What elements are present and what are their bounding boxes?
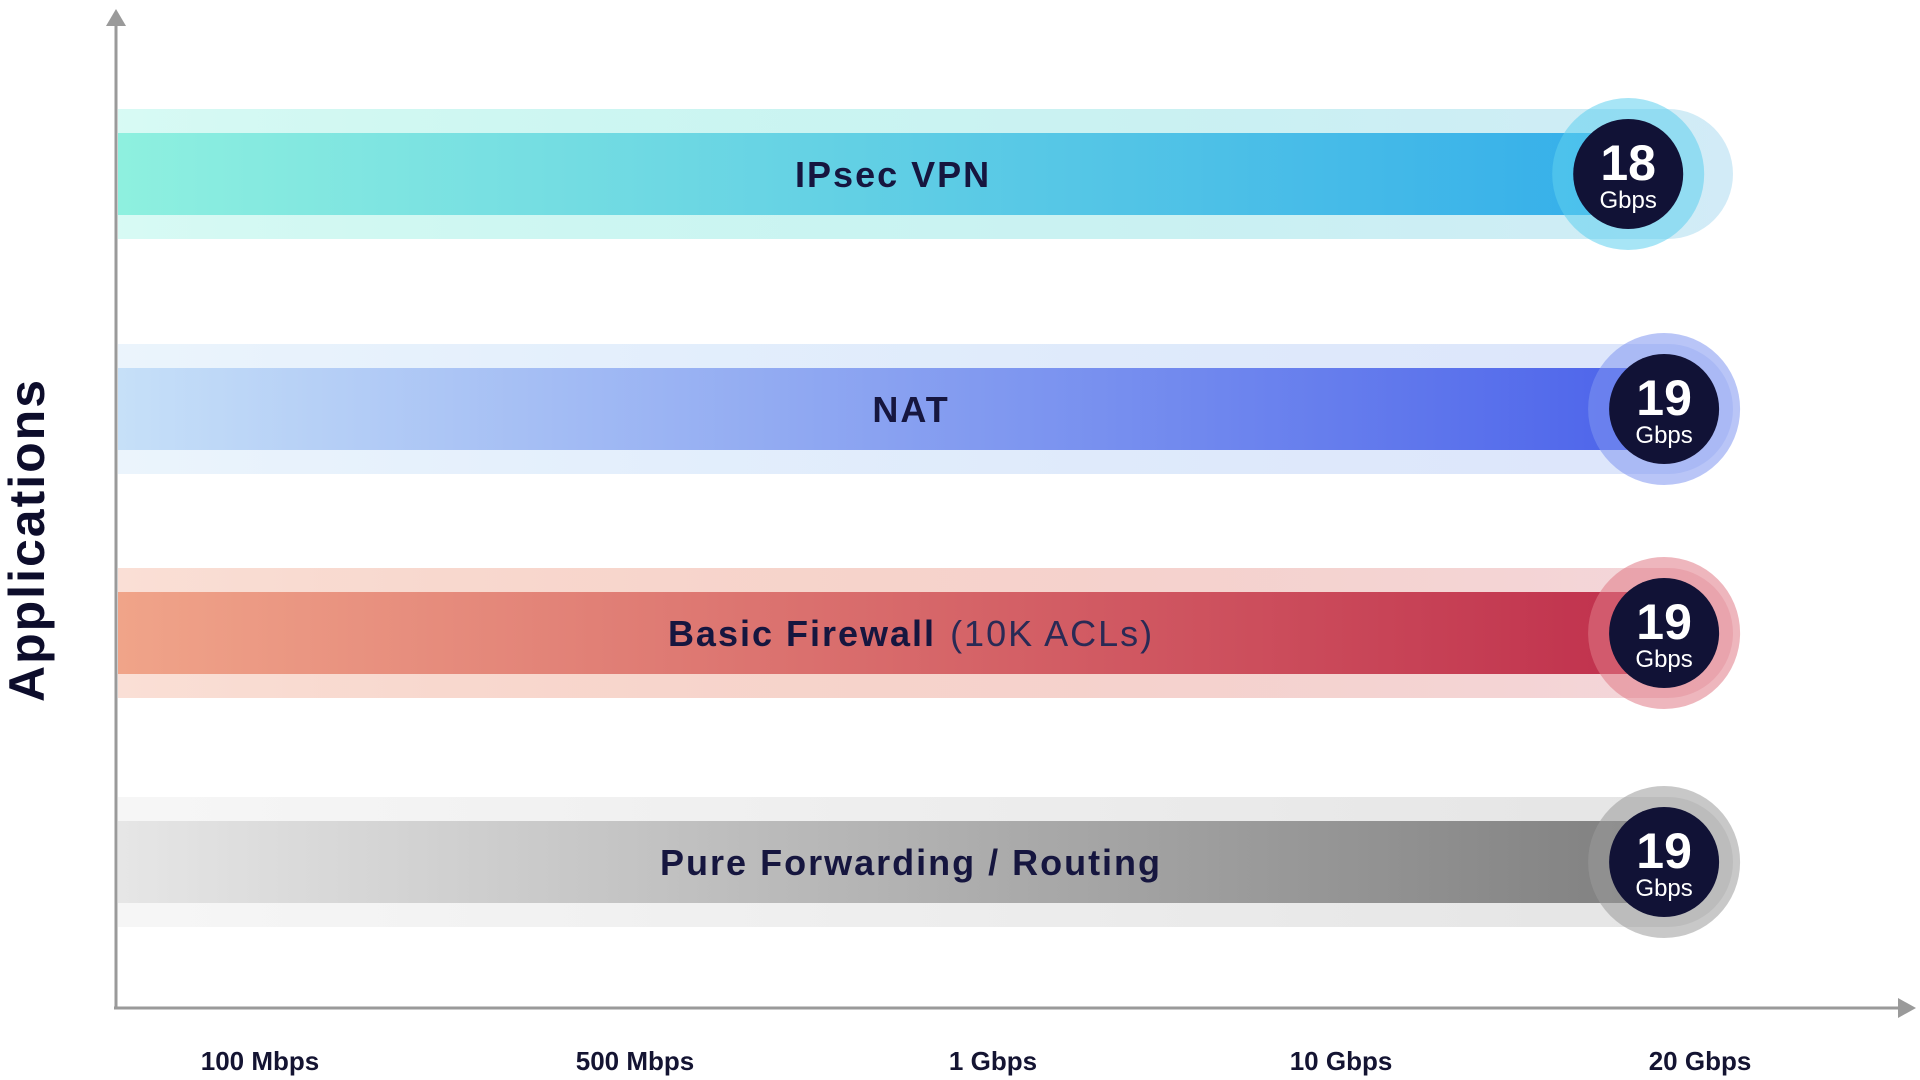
bar-fill (118, 368, 1665, 450)
bar-label-name: Basic Firewall (668, 613, 936, 654)
value-badge (1609, 354, 1720, 464)
bar-label: IPsec VPN (795, 154, 991, 195)
bar-fill (118, 133, 1629, 215)
badge-unit: Gbps (1600, 187, 1657, 214)
x-axis-arrow (1898, 998, 1916, 1018)
bar-label-name: Pure Forwarding / Routing (660, 842, 1162, 883)
x-tick-label: 10 Gbps (1290, 1046, 1393, 1076)
x-tick-label: 20 Gbps (1649, 1046, 1752, 1076)
x-tick-labels: 100 Mbps 500 Mbps 1 Gbps 10 Gbps 20 Gbps (201, 1046, 1752, 1076)
badge-unit: Gbps (1635, 646, 1692, 673)
bar-label: NAT (872, 389, 949, 430)
x-tick-label: 1 Gbps (949, 1046, 1037, 1076)
bar-label: Pure Forwarding / Routing (660, 842, 1162, 883)
y-axis-title: Applications (0, 378, 55, 702)
value-badge (1609, 807, 1720, 917)
bar-fill (118, 821, 1665, 903)
value-badge (1573, 119, 1684, 229)
bar-label: Basic Firewall (10K ACLs) (668, 613, 1154, 654)
y-axis-arrow (106, 9, 126, 26)
bar-label-name: NAT (872, 389, 949, 430)
bar-label-note: (10K ACLs) (950, 613, 1154, 654)
bar-fill (118, 592, 1665, 674)
badge-value: 19 (1636, 370, 1692, 426)
badge-value: 18 (1600, 135, 1656, 191)
value-badge (1609, 578, 1720, 688)
badge-unit: Gbps (1635, 422, 1692, 449)
badge-value: 19 (1636, 594, 1692, 650)
x-tick-label: 100 Mbps (201, 1046, 320, 1076)
bar-label-name: IPsec VPN (795, 154, 991, 195)
x-tick-label: 500 Mbps (576, 1046, 695, 1076)
badge-unit: Gbps (1635, 875, 1692, 902)
badge-value: 19 (1636, 823, 1692, 879)
